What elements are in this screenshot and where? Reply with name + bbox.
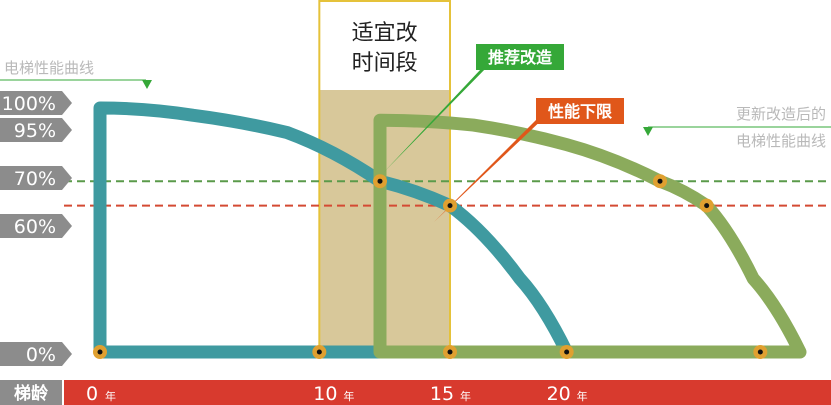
- callout-renovate-pointer: [384, 64, 490, 172]
- callout-limit-box: [536, 98, 624, 124]
- x-tick-unit-20: 年: [577, 389, 588, 403]
- y-label-box-0: [0, 342, 72, 366]
- x-tick-label-15: 15: [430, 383, 454, 405]
- legend-renovated-curve-line1: 更新改造后的: [736, 105, 826, 123]
- marker-dot-5: [377, 178, 383, 184]
- x-tick-label-20: 20: [547, 383, 571, 405]
- data-markers: [93, 174, 768, 359]
- y-label-box-60: [0, 214, 72, 238]
- x-tick-unit-0: 年: [105, 389, 116, 403]
- x-axis-label: 梯龄: [14, 383, 49, 404]
- callout-limit-pointer: [434, 114, 548, 222]
- callout-renovate-label: 推荐改造: [488, 48, 553, 67]
- y-label-box-100: [0, 91, 72, 115]
- callout-limit-label: 性能下限: [548, 102, 613, 121]
- marker-dot-2: [447, 349, 453, 355]
- marker-dot-6: [447, 203, 453, 209]
- marker-dot-1: [316, 349, 322, 355]
- y-tick-label-0: 0%: [26, 344, 56, 366]
- legend-original-curve: 电梯性能曲线: [4, 59, 94, 77]
- renovation-window-label-line1: 适宜改: [352, 21, 418, 46]
- x-axis-label-box: [0, 380, 62, 405]
- callout-renovate-box: [476, 44, 564, 70]
- marker-dot-7: [657, 178, 663, 184]
- marker-dot-4: [757, 349, 763, 355]
- marker-dot-3: [564, 349, 570, 355]
- x-tick-unit-15: 年: [460, 389, 471, 403]
- legend-left-pointer-icon: [142, 80, 152, 89]
- legend-right-pointer-icon: [643, 127, 653, 136]
- y-tick-label-70: 70%: [14, 168, 56, 190]
- y-tick-label-60: 60%: [14, 216, 56, 238]
- y-label-box-70: [0, 166, 72, 190]
- x-axis-bar: [64, 380, 831, 405]
- renovation-window-label-line2: 时间段: [352, 51, 418, 76]
- y-axis-labels: 100% 95% 70% 60% 0%: [0, 91, 72, 366]
- x-tick-label-0: 0: [86, 383, 98, 405]
- marker-dot-0: [97, 349, 103, 355]
- legend-renovated-curve-line2: 电梯性能曲线: [736, 132, 826, 150]
- y-tick-label-100: 100%: [2, 93, 56, 115]
- x-tick-label-10: 10: [313, 383, 337, 405]
- y-tick-label-95: 95%: [14, 120, 56, 142]
- x-tick-unit-10: 年: [343, 389, 354, 403]
- y-label-box-95: [0, 118, 72, 142]
- marker-dot-8: [704, 203, 710, 209]
